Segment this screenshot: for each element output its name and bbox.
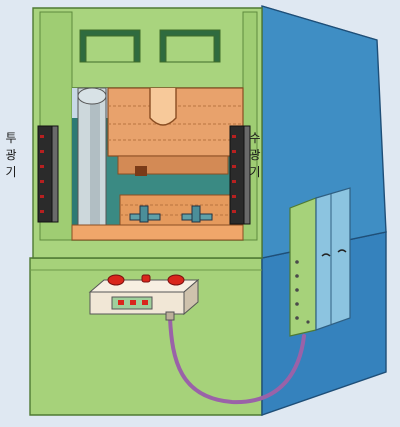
light-curtain-receiver xyxy=(229,125,251,225)
light-curtain-emitter xyxy=(37,125,59,223)
start-button-left xyxy=(107,274,125,286)
clamp-right xyxy=(181,205,213,223)
start-button-center xyxy=(141,274,151,283)
control-panel xyxy=(289,187,351,337)
clamp-left xyxy=(129,205,161,223)
receiver-label: 수광기 xyxy=(249,131,261,179)
press-table xyxy=(71,194,244,241)
start-button-right xyxy=(167,274,185,286)
top-window-right xyxy=(159,29,221,63)
top-window-left xyxy=(79,29,141,63)
two-hand-control-box xyxy=(88,278,200,321)
guide-column xyxy=(77,87,107,241)
cable xyxy=(168,316,306,405)
emitter-label: 투광기 xyxy=(5,131,17,179)
press-ram xyxy=(107,87,244,176)
